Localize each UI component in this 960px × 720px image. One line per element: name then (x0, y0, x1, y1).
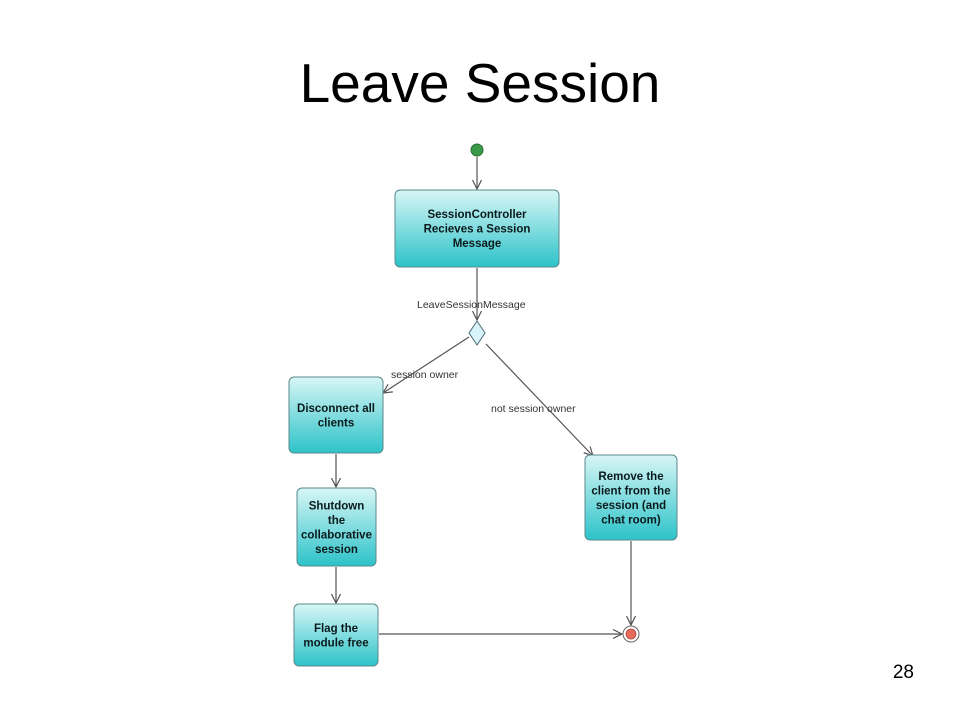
edge-label-decision-remove: not session owner (491, 403, 576, 415)
action-label-remove-3: chat room) (601, 514, 661, 526)
edge-decision-disconnect (383, 336, 470, 393)
action-label-receive-0: SessionController (427, 209, 527, 221)
action-shutdown: Shutdown the collaborative session (296, 487, 377, 567)
action-label-disconnect-0: Disconnect all (297, 403, 375, 415)
action-label-remove-1: client from the (591, 485, 670, 497)
action-label-remove-2: session (and (596, 500, 666, 512)
action-label-shutdown-0: Shutdown (309, 500, 365, 512)
action-box-flag (293, 603, 379, 667)
edge-decision-remove (485, 343, 593, 456)
action-label-receive-2: Message (453, 238, 502, 250)
page-number: 28 (892, 662, 914, 683)
action-box-receive (394, 189, 560, 268)
action-label-flag-0: Flag the (314, 623, 358, 635)
edge-label-decision-disconnect: session owner (391, 369, 459, 381)
edge-label-receive-decision: LeaveSessionMessage (417, 299, 526, 311)
slide-title: Leave Session (299, 52, 661, 114)
action-box-remove (584, 454, 678, 541)
final-node (625, 628, 637, 640)
action-label-flag-1: module free (303, 637, 368, 649)
action-disconnect: Disconnect all clients (288, 376, 384, 454)
action-box-disconnect (288, 376, 384, 454)
action-label-disconnect-1: clients (318, 417, 354, 429)
action-label-shutdown-3: session (315, 544, 358, 556)
decision-node (468, 320, 486, 346)
action-label-shutdown-2: collaborative (301, 529, 372, 541)
action-label-remove-0: Remove the (598, 471, 663, 483)
action-box-shutdown (296, 487, 377, 567)
initial-node (470, 143, 484, 157)
action-remove: Remove the client from the session (and cha… (584, 454, 678, 541)
action-label-shutdown-1: the (328, 515, 345, 527)
action-label-receive-1: Recieves a Session (424, 224, 531, 236)
action-flag: Flag the module free (293, 603, 379, 667)
